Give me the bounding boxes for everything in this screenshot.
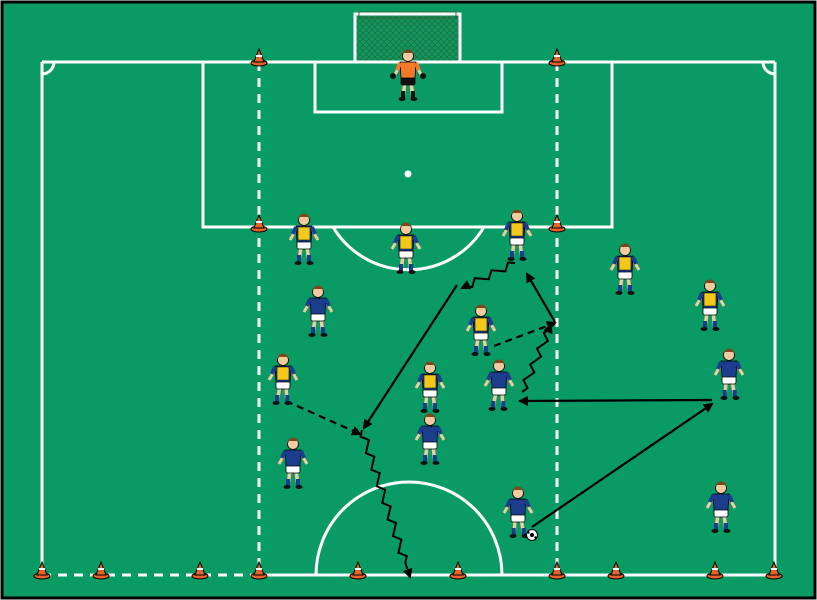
player-icon bbox=[288, 213, 320, 265]
cone-icon bbox=[765, 560, 783, 580]
cone-icon bbox=[449, 560, 467, 580]
cone-icon bbox=[607, 560, 625, 580]
ball-icon bbox=[526, 529, 538, 541]
cone-icon bbox=[250, 213, 268, 233]
player-icon bbox=[501, 209, 533, 261]
player-icon bbox=[302, 285, 334, 337]
dribble-arrow bbox=[460, 261, 516, 290]
player-icon bbox=[277, 437, 309, 489]
pass-arrow bbox=[518, 395, 713, 406]
penalty-spot bbox=[404, 170, 412, 178]
cone-icon bbox=[548, 213, 566, 233]
cone-icon bbox=[706, 560, 724, 580]
player-icon bbox=[414, 361, 446, 413]
player-icon bbox=[390, 222, 422, 274]
player-icon bbox=[267, 353, 299, 405]
player-icon bbox=[483, 359, 515, 411]
player-icon bbox=[705, 481, 737, 533]
cone-icon bbox=[250, 47, 268, 67]
cone-icon bbox=[250, 560, 268, 580]
players-layer bbox=[267, 49, 745, 541]
goalkeeper-icon bbox=[390, 49, 426, 101]
player-icon bbox=[694, 279, 726, 331]
corner-arc-right bbox=[761, 61, 776, 76]
cone-icon bbox=[349, 560, 367, 580]
pass-arrow bbox=[362, 284, 458, 430]
player-icon bbox=[465, 304, 497, 356]
penalty-arc bbox=[331, 226, 486, 272]
center-circle-arc bbox=[314, 480, 504, 576]
cone-icon bbox=[92, 560, 110, 580]
cones-layer bbox=[33, 47, 783, 580]
cone-icon bbox=[33, 560, 51, 580]
run-arrow bbox=[285, 399, 362, 436]
player-icon bbox=[609, 243, 641, 295]
cone-icon bbox=[548, 560, 566, 580]
pass-arrow bbox=[525, 272, 556, 323]
cone-icon bbox=[191, 560, 209, 580]
cone-icon bbox=[548, 47, 566, 67]
corner-arc-left bbox=[41, 61, 56, 76]
pass-arrow bbox=[531, 402, 714, 528]
player-icon bbox=[713, 348, 745, 400]
arrows-layer bbox=[285, 261, 714, 579]
dribble-arrow bbox=[359, 429, 413, 579]
player-icon bbox=[414, 413, 446, 465]
player-icon bbox=[502, 486, 534, 538]
dribble-arrow bbox=[521, 323, 553, 393]
